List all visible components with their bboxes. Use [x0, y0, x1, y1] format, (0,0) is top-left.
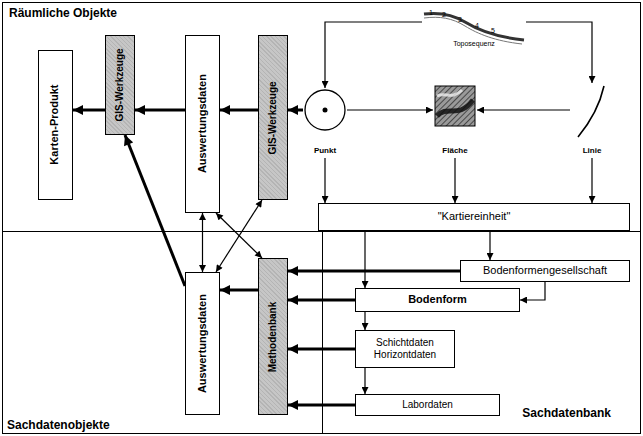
- line-symbol: [578, 86, 604, 137]
- flow-arrow: [220, 289, 258, 292]
- area-texture: [437, 90, 462, 96]
- entity-box: Schichtdaten Horizontdaten: [355, 330, 455, 368]
- box-label: Karten-Produkt: [49, 85, 62, 165]
- callout-number: 4: [475, 22, 479, 29]
- box-label: "Kartiereinheit": [438, 210, 511, 223]
- connector: [520, 282, 545, 300]
- flow-arrow: [288, 270, 460, 273]
- box-label: Bodenform: [408, 293, 467, 306]
- point-node: Punkt: [303, 88, 347, 158]
- callout-number: 4: [475, 14, 479, 32]
- symbol-label: Fläche: [442, 146, 467, 156]
- callout-number: 5: [491, 19, 495, 37]
- flow-arrow: [288, 109, 303, 112]
- entity-box: Bodenformengesellschaft: [460, 260, 630, 282]
- line-node: Linie: [570, 83, 614, 158]
- method-box: Methodenbank: [258, 258, 288, 415]
- region-panel: Karten-Produkt GIS-Werkzeuge Auswertungsda…: [2, 2, 641, 232]
- connector: [489, 231, 490, 260]
- area-symbol: [435, 86, 475, 126]
- flow-arrow: [125, 135, 185, 286]
- connector: [216, 200, 262, 272]
- data-box: Auswertungsdaten: [185, 272, 220, 415]
- area-texture: [437, 100, 473, 116]
- box-label: Labordaten: [402, 399, 453, 411]
- connector: [364, 231, 365, 288]
- entity-box: Bodenform: [355, 288, 520, 312]
- connector: [364, 312, 365, 330]
- point-symbol: [305, 90, 345, 130]
- connector: [347, 109, 433, 110]
- box-label: GIS-Werkzeuge: [114, 48, 126, 121]
- callout-number: 2: [442, 11, 446, 18]
- callout-number: 1: [429, 1, 433, 19]
- box-label: Auswertungsdaten: [196, 294, 209, 393]
- sequence-figure: Toposequenz: [422, 6, 526, 50]
- callout-number: 3: [458, 16, 462, 23]
- connector: [591, 158, 592, 203]
- connector: [324, 158, 325, 203]
- entity-box: Labordaten: [355, 394, 500, 416]
- data-box: Auswertungsdaten: [185, 35, 220, 213]
- connector: [454, 158, 455, 203]
- connector: [477, 109, 570, 110]
- region-heading: Sachdatenobjekte: [7, 418, 110, 432]
- flow-arrow: [220, 109, 258, 112]
- connector: [325, 22, 422, 88]
- database-region: BodenformengesellschaftBodenformSchichtd…: [322, 232, 641, 434]
- region-panel: Auswertungsdaten Methodenbank Bodenformeng…: [2, 232, 641, 434]
- region-heading: Räumliche Objekte: [9, 6, 117, 20]
- callout-number: 3: [458, 8, 462, 26]
- area-node: Fläche: [433, 84, 477, 158]
- tool-box: GIS-Werkzeuge: [258, 35, 288, 200]
- flow-arrow: [135, 109, 185, 112]
- connector: [526, 22, 592, 83]
- box-label: Schichtdaten Horizontdaten: [361, 337, 449, 361]
- flow-arrow: [73, 109, 105, 112]
- tool-box: GIS-Werkzeuge: [105, 35, 135, 135]
- entity-box: "Kartiereinheit": [318, 203, 630, 231]
- callout-number: 1: [429, 9, 433, 16]
- connector: [202, 213, 203, 272]
- box-label: Auswertungsdaten: [196, 74, 209, 173]
- box-label: GIS-Werkzeuge: [267, 81, 279, 154]
- symbol-label: Punkt: [314, 146, 336, 156]
- product-box: Karten-Produkt: [38, 50, 73, 200]
- callout-number: 2: [442, 3, 446, 21]
- box-label: Methodenbank: [267, 301, 279, 372]
- symbol-label: Toposequenz: [453, 40, 495, 48]
- point-dot: [323, 108, 328, 113]
- box-label: Bodenformengesellschaft: [483, 264, 607, 277]
- callout-number: 5: [491, 27, 495, 34]
- symbol-label: Linie: [583, 146, 602, 156]
- region-heading: Sachdatenbank: [522, 406, 611, 420]
- connector: [364, 368, 365, 394]
